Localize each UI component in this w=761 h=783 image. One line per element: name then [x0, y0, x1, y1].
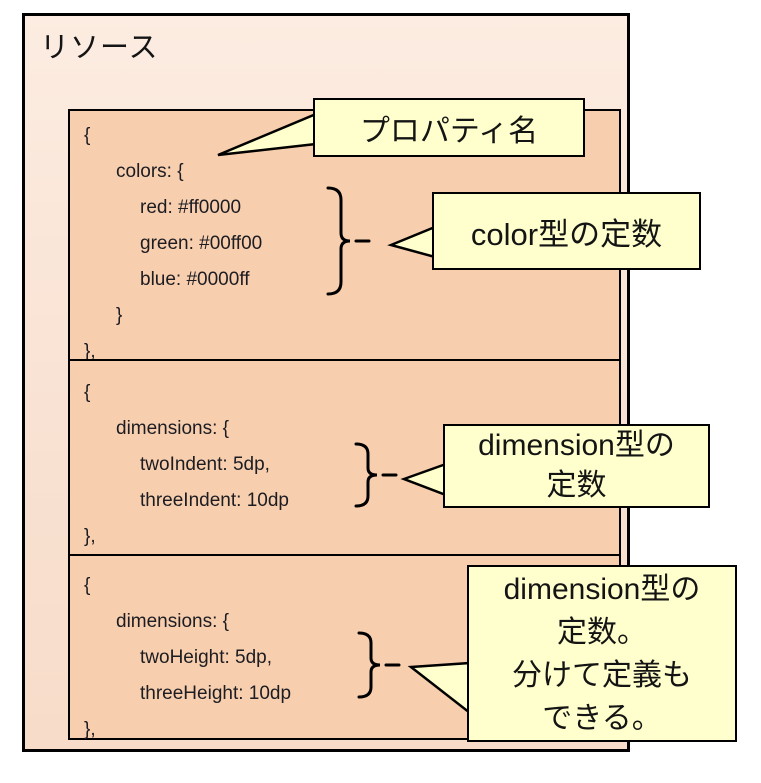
resource-box-title: リソース: [40, 32, 159, 64]
callout-dimension-constant: dimension型の 定数: [443, 424, 710, 508]
callout-text: color型の定数: [470, 216, 663, 252]
code-line: {: [84, 382, 91, 403]
callout-color-constant: color型の定数: [432, 192, 701, 270]
callout-dimension-constant-split: dimension型の 定数。 分けて定義も できる。: [467, 565, 737, 742]
callout-property-name: プロパティ名: [313, 98, 585, 157]
code-line: },: [84, 719, 96, 740]
callout-text: dimension型の: [478, 429, 675, 462]
code-line: blue: #0000ff: [140, 269, 250, 290]
code-line: twoHeight: 5dp,: [140, 647, 273, 668]
code-line: }: [116, 305, 123, 326]
code-line: },: [84, 526, 96, 547]
callout-text: 定数: [546, 469, 607, 502]
code-line: colors: {: [116, 161, 184, 182]
callout-text: プロパティ名: [359, 114, 539, 148]
code-line: green: #00ff00: [140, 233, 263, 254]
code-line: red: #ff0000: [140, 197, 242, 218]
code-line: twoIndent: 5dp,: [140, 454, 270, 475]
code-line: },: [84, 341, 96, 362]
code-line: {: [84, 125, 91, 146]
callout-text: 分けて定義も: [512, 658, 692, 692]
code-line: dimensions: {: [116, 418, 230, 439]
code-line: dimensions: {: [116, 611, 230, 632]
callout-text: できる。: [542, 701, 662, 735]
code-line: threeIndent: 10dp: [140, 490, 289, 511]
code-line: threeHeight: 10dp: [140, 683, 292, 704]
callout-text: 定数。: [557, 615, 647, 649]
code-line: {: [84, 575, 91, 596]
callout-text: dimension型の: [503, 572, 701, 606]
